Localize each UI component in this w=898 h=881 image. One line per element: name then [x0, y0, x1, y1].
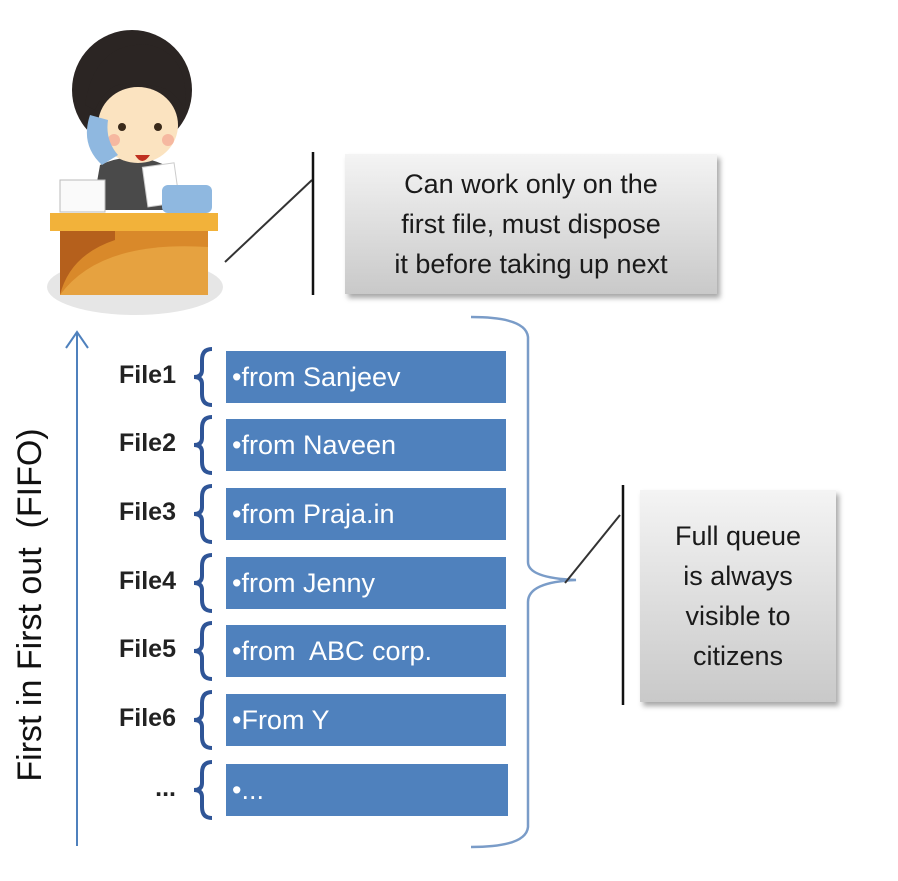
file-label: ...: [155, 774, 176, 802]
file-label: File4: [119, 567, 176, 595]
curly-brace-icon: [193, 347, 213, 407]
callout-right: Full queue is always visible to citizens: [640, 490, 836, 702]
file-label: File3: [119, 498, 176, 526]
callout-top-line: Can work only on the: [404, 169, 658, 199]
curly-brace-icon: [193, 415, 213, 475]
callout-right-line: is always: [683, 561, 793, 591]
callout-top-connector: [224, 152, 315, 295]
file-box: •from Jenny: [226, 557, 506, 609]
clerk-at-desk-icon: [47, 30, 223, 315]
file-box: •from ABC corp.: [226, 625, 506, 677]
curly-brace-icon: [193, 553, 213, 613]
callout-right-connector: [564, 485, 625, 705]
curly-brace-icon: [193, 760, 213, 820]
callout-top: Can work only on the first file, must di…: [345, 154, 717, 294]
queue-brace: [470, 315, 577, 849]
file-label: File5: [119, 635, 176, 663]
curly-brace-icon: [193, 621, 213, 681]
file-box: •from Praja.in: [226, 488, 506, 540]
callout-top-line: it before taking up next: [394, 249, 668, 279]
file-box: •from Sanjeev: [226, 351, 506, 403]
file-box: •...: [226, 764, 508, 816]
callout-right-line: Full queue: [674, 521, 802, 551]
callout-right-line: citizens: [692, 641, 784, 671]
file-label: File1: [119, 361, 176, 389]
fifo-vertical-label: First in First out (FIFO): [11, 428, 49, 782]
file-box: •from Naveen: [226, 419, 506, 471]
up-arrow-icon: [65, 330, 89, 846]
curly-brace-icon: [193, 690, 213, 750]
callout-top-line: first file, must dispose: [401, 209, 661, 239]
file-label: File6: [119, 704, 176, 732]
callout-right-line: visible to: [685, 601, 791, 631]
file-box: •From Y: [226, 694, 506, 746]
file-label: File2: [119, 429, 176, 457]
curly-brace-icon: [193, 484, 213, 544]
